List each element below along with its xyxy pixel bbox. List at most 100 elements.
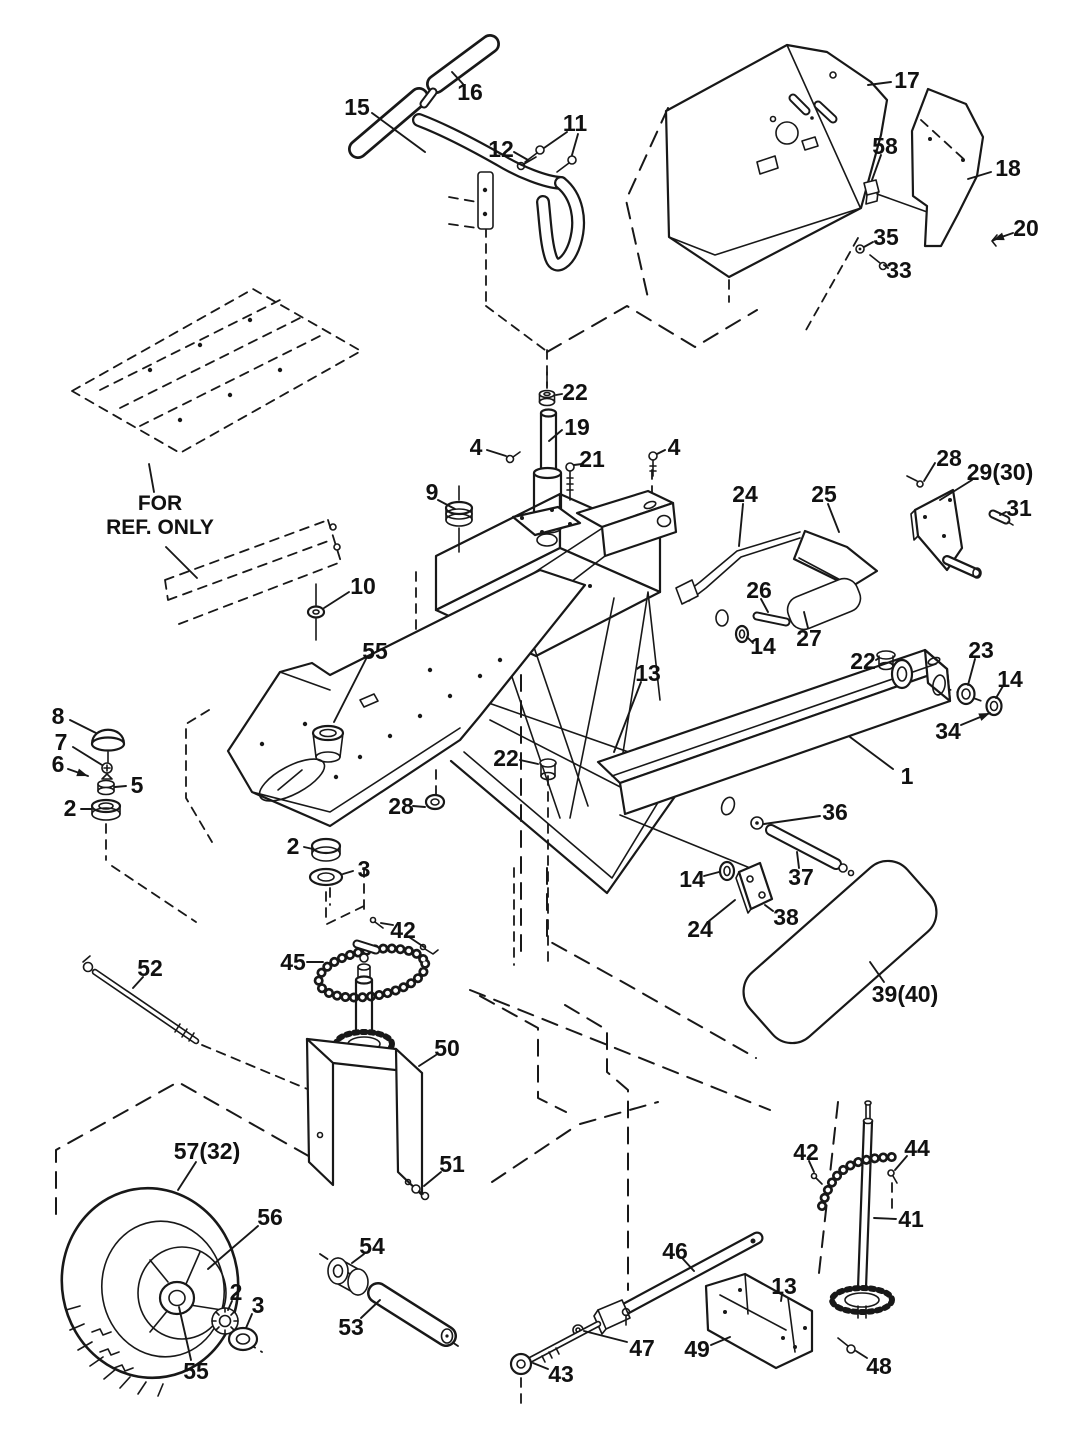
callout-2: 2: [287, 833, 314, 859]
callout-42: 42: [380, 917, 425, 948]
part-number-label: 17: [894, 67, 920, 93]
handlebar-assembly: [348, 34, 586, 272]
callout-24: 24: [732, 481, 758, 547]
part-number-label: 55: [362, 638, 388, 664]
rod-52: [82, 955, 200, 1045]
callout-51: 51: [423, 1151, 465, 1187]
callout-49: 49: [684, 1336, 731, 1362]
part-number-label: 54: [359, 1233, 385, 1259]
part-number-label: 37: [788, 864, 814, 890]
callout-52: 52: [132, 955, 163, 989]
leader-line: [967, 171, 992, 180]
callout-18: 18: [967, 155, 1021, 181]
leader-line: [867, 81, 892, 86]
pin-31: [988, 509, 1014, 526]
callout-57(32): 57(32): [174, 1138, 240, 1191]
leader-line: [849, 736, 894, 770]
callout-13: 13: [613, 660, 661, 753]
part-number-label: 10: [350, 573, 376, 599]
tie-rod-43: [509, 1320, 602, 1376]
leader-line: [796, 851, 800, 869]
chain-41: [817, 1152, 898, 1211]
bracket-49: [704, 1272, 814, 1370]
leader-line: [855, 1350, 868, 1359]
grommet-2: [90, 798, 122, 821]
part-number-label: 47: [629, 1335, 655, 1361]
tread-marks: [65, 1305, 164, 1397]
part-number-label: 38: [773, 904, 799, 930]
callout-2: 2: [64, 795, 92, 821]
part-number-label: 58: [872, 133, 898, 159]
leader-line: [227, 1300, 233, 1311]
leader-line: [323, 591, 350, 609]
leader-line: [873, 1217, 897, 1220]
bracket-38: [735, 861, 774, 914]
part-number-label: 55: [183, 1358, 209, 1384]
part-number-label: 5: [131, 772, 144, 798]
frame-braces-13: [479, 591, 661, 819]
washer-3-center: [308, 867, 344, 887]
leader-line: [999, 511, 1007, 516]
leader-line: [708, 899, 736, 922]
bushing-22-center: [539, 758, 557, 781]
part-number-label: 41: [898, 1206, 924, 1232]
callout-26: 26: [746, 577, 772, 613]
part-number-label: 28: [936, 445, 962, 471]
leader-line: [486, 449, 507, 457]
part-number-label: 12: [488, 136, 514, 162]
part-number-label: 35: [873, 224, 899, 250]
shaft-41: [829, 1100, 895, 1319]
callout-3: 3: [245, 1292, 264, 1329]
callout-7: 7: [55, 729, 103, 766]
callout-28: 28: [388, 793, 426, 819]
callout-25: 25: [811, 481, 840, 533]
callout-9: 9: [426, 479, 456, 510]
leader-line: [548, 429, 563, 442]
leader-line: [763, 815, 821, 825]
part-number-label: 18: [995, 155, 1021, 181]
ref-note-leader: [165, 546, 198, 579]
part-number-label: 2: [287, 833, 300, 859]
part-number-label: 13: [635, 660, 661, 686]
callout-38: 38: [764, 904, 799, 930]
callout-4: 4: [470, 434, 507, 460]
frame-beam-1: [596, 648, 1003, 816]
callout-55: 55: [178, 1306, 209, 1384]
part-number-label: 29(30): [967, 459, 1033, 485]
callout-4: 4: [656, 434, 681, 460]
part-number-label: 42: [390, 917, 416, 943]
hub: [158, 1280, 196, 1316]
leader-line: [412, 805, 426, 808]
bolt-51: [411, 1184, 430, 1201]
part-number-label: 19: [564, 414, 590, 440]
leader-line: [875, 657, 880, 661]
knob-8: [90, 728, 126, 752]
ref-note-line2: REF. ONLY: [106, 516, 214, 539]
leader-line: [351, 1253, 365, 1264]
part-number-label: 1: [901, 763, 914, 789]
part-number-label: 4: [668, 434, 681, 460]
pivot-tube: [890, 658, 914, 690]
cotter-pins-42: [369, 916, 439, 955]
callout-43: 43: [532, 1361, 574, 1387]
clamp-58: [863, 179, 931, 214]
leader-line: [803, 611, 809, 629]
callout-39(40): 39(40): [869, 961, 938, 1007]
part-number-label: 39(40): [872, 981, 938, 1007]
part-number-label: 52: [137, 955, 163, 981]
part-number-label: 25: [811, 481, 837, 507]
part-number-label: 50: [434, 1035, 460, 1061]
washer-35: [855, 244, 865, 254]
side-panel-18: [910, 87, 985, 248]
nut-7: [101, 762, 113, 774]
callout-56: 56: [207, 1204, 283, 1270]
leader-line: [764, 904, 774, 912]
leader-arrowhead: [978, 713, 990, 721]
part-number-label: 4: [470, 434, 483, 460]
cup-55: [311, 724, 345, 763]
leader-line: [72, 746, 103, 766]
callout-24: 24: [687, 899, 736, 942]
rim: [137, 1246, 227, 1340]
deck-hardware: [308, 758, 557, 887]
callout-55: 55: [333, 638, 388, 723]
